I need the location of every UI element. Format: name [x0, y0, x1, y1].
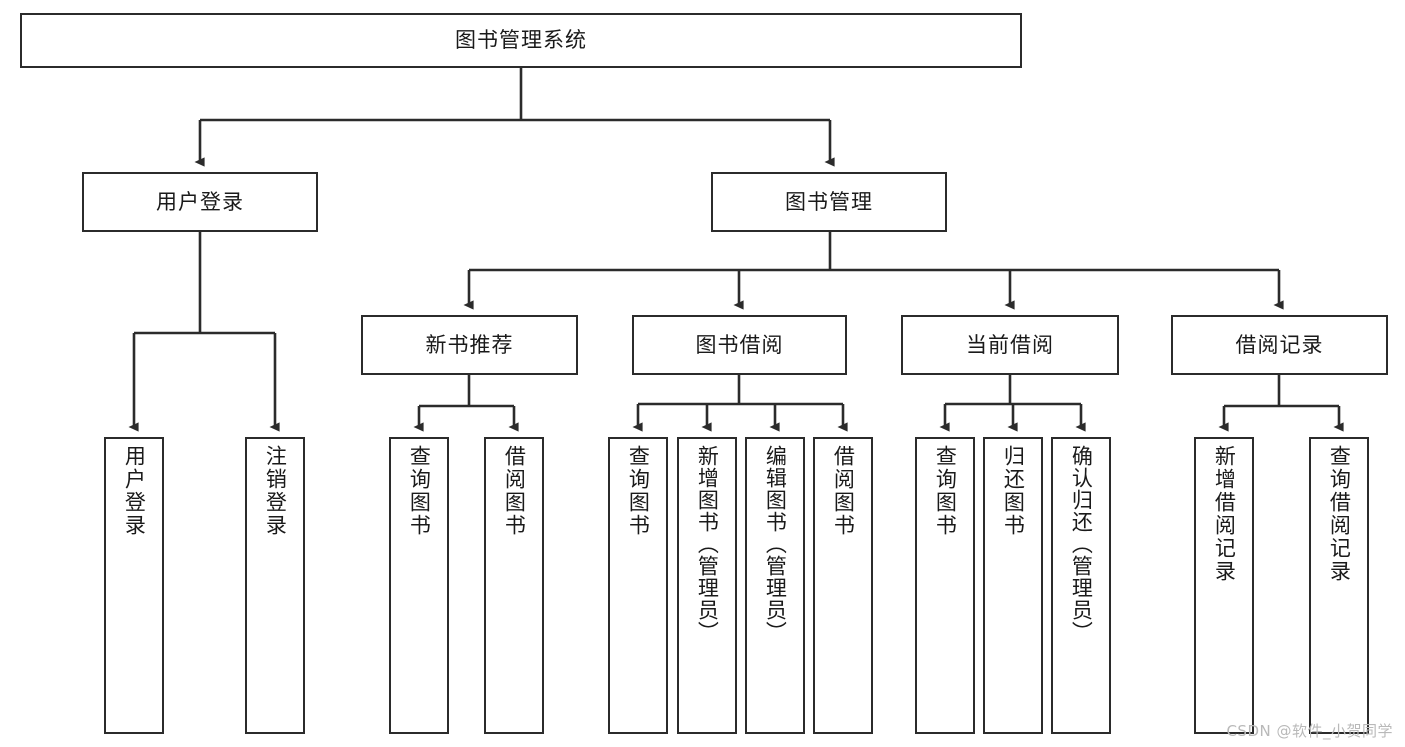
node-leaf-query-book-2[interactable]: 查询图书 [608, 437, 668, 734]
node-leaf-add-book[interactable]: 新增图书（管理员） [677, 437, 737, 734]
node-leaf-query-record-label: 查询借阅记录 [1327, 445, 1352, 583]
node-leaf-logout-login-label: 注销登录 [263, 445, 288, 537]
node-new-book-recommend-label: 新书推荐 [425, 332, 514, 357]
node-user-login-label: 用户登录 [156, 189, 244, 214]
node-leaf-query-record[interactable]: 查询借阅记录 [1309, 437, 1369, 734]
node-leaf-add-record-label: 新增借阅记录 [1212, 445, 1237, 583]
node-book-manage[interactable]: 图书管理 [711, 172, 947, 232]
node-leaf-query-book-1-label: 查询图书 [407, 445, 432, 537]
node-leaf-user-login-label: 用户登录 [122, 445, 147, 537]
node-leaf-add-record[interactable]: 新增借阅记录 [1194, 437, 1254, 734]
node-leaf-query-book-3-label: 查询图书 [933, 445, 958, 537]
node-leaf-borrow-book-2-label: 借阅图书 [831, 445, 856, 537]
node-leaf-logout-login[interactable]: 注销登录 [245, 437, 305, 734]
node-borrow-record[interactable]: 借阅记录 [1171, 315, 1388, 375]
node-leaf-return-book[interactable]: 归还图书 [983, 437, 1043, 734]
node-leaf-edit-book-label: 编辑图书（管理员） [763, 445, 788, 643]
node-leaf-return-book-label: 归还图书 [1001, 445, 1026, 537]
node-leaf-query-book-3[interactable]: 查询图书 [915, 437, 975, 734]
node-leaf-borrow-book-1[interactable]: 借阅图书 [484, 437, 544, 734]
node-leaf-edit-book[interactable]: 编辑图书（管理员） [745, 437, 805, 734]
node-book-borrow[interactable]: 图书借阅 [632, 315, 847, 375]
node-current-borrow[interactable]: 当前借阅 [901, 315, 1119, 375]
node-root-label: 图书管理系统 [455, 28, 587, 53]
node-borrow-record-label: 借阅记录 [1235, 332, 1324, 357]
node-current-borrow-label: 当前借阅 [966, 332, 1054, 357]
node-leaf-borrow-book-2[interactable]: 借阅图书 [813, 437, 873, 734]
node-leaf-confirm-return-label: 确认归还（管理员） [1069, 445, 1094, 643]
node-leaf-query-book-1[interactable]: 查询图书 [389, 437, 449, 734]
node-leaf-add-book-label: 新增图书（管理员） [695, 445, 720, 643]
node-root[interactable]: 图书管理系统 [20, 13, 1022, 68]
node-book-borrow-label: 图书借阅 [695, 332, 784, 357]
node-leaf-borrow-book-1-label: 借阅图书 [502, 445, 527, 537]
node-leaf-query-book-2-label: 查询图书 [626, 445, 651, 537]
watermark: CSDN @软件_小贺同学 [1226, 722, 1393, 740]
node-user-login[interactable]: 用户登录 [82, 172, 318, 232]
node-book-manage-label: 图书管理 [785, 189, 873, 214]
node-new-book-recommend[interactable]: 新书推荐 [361, 315, 578, 375]
node-leaf-confirm-return[interactable]: 确认归还（管理员） [1051, 437, 1111, 734]
node-leaf-user-login[interactable]: 用户登录 [104, 437, 164, 734]
